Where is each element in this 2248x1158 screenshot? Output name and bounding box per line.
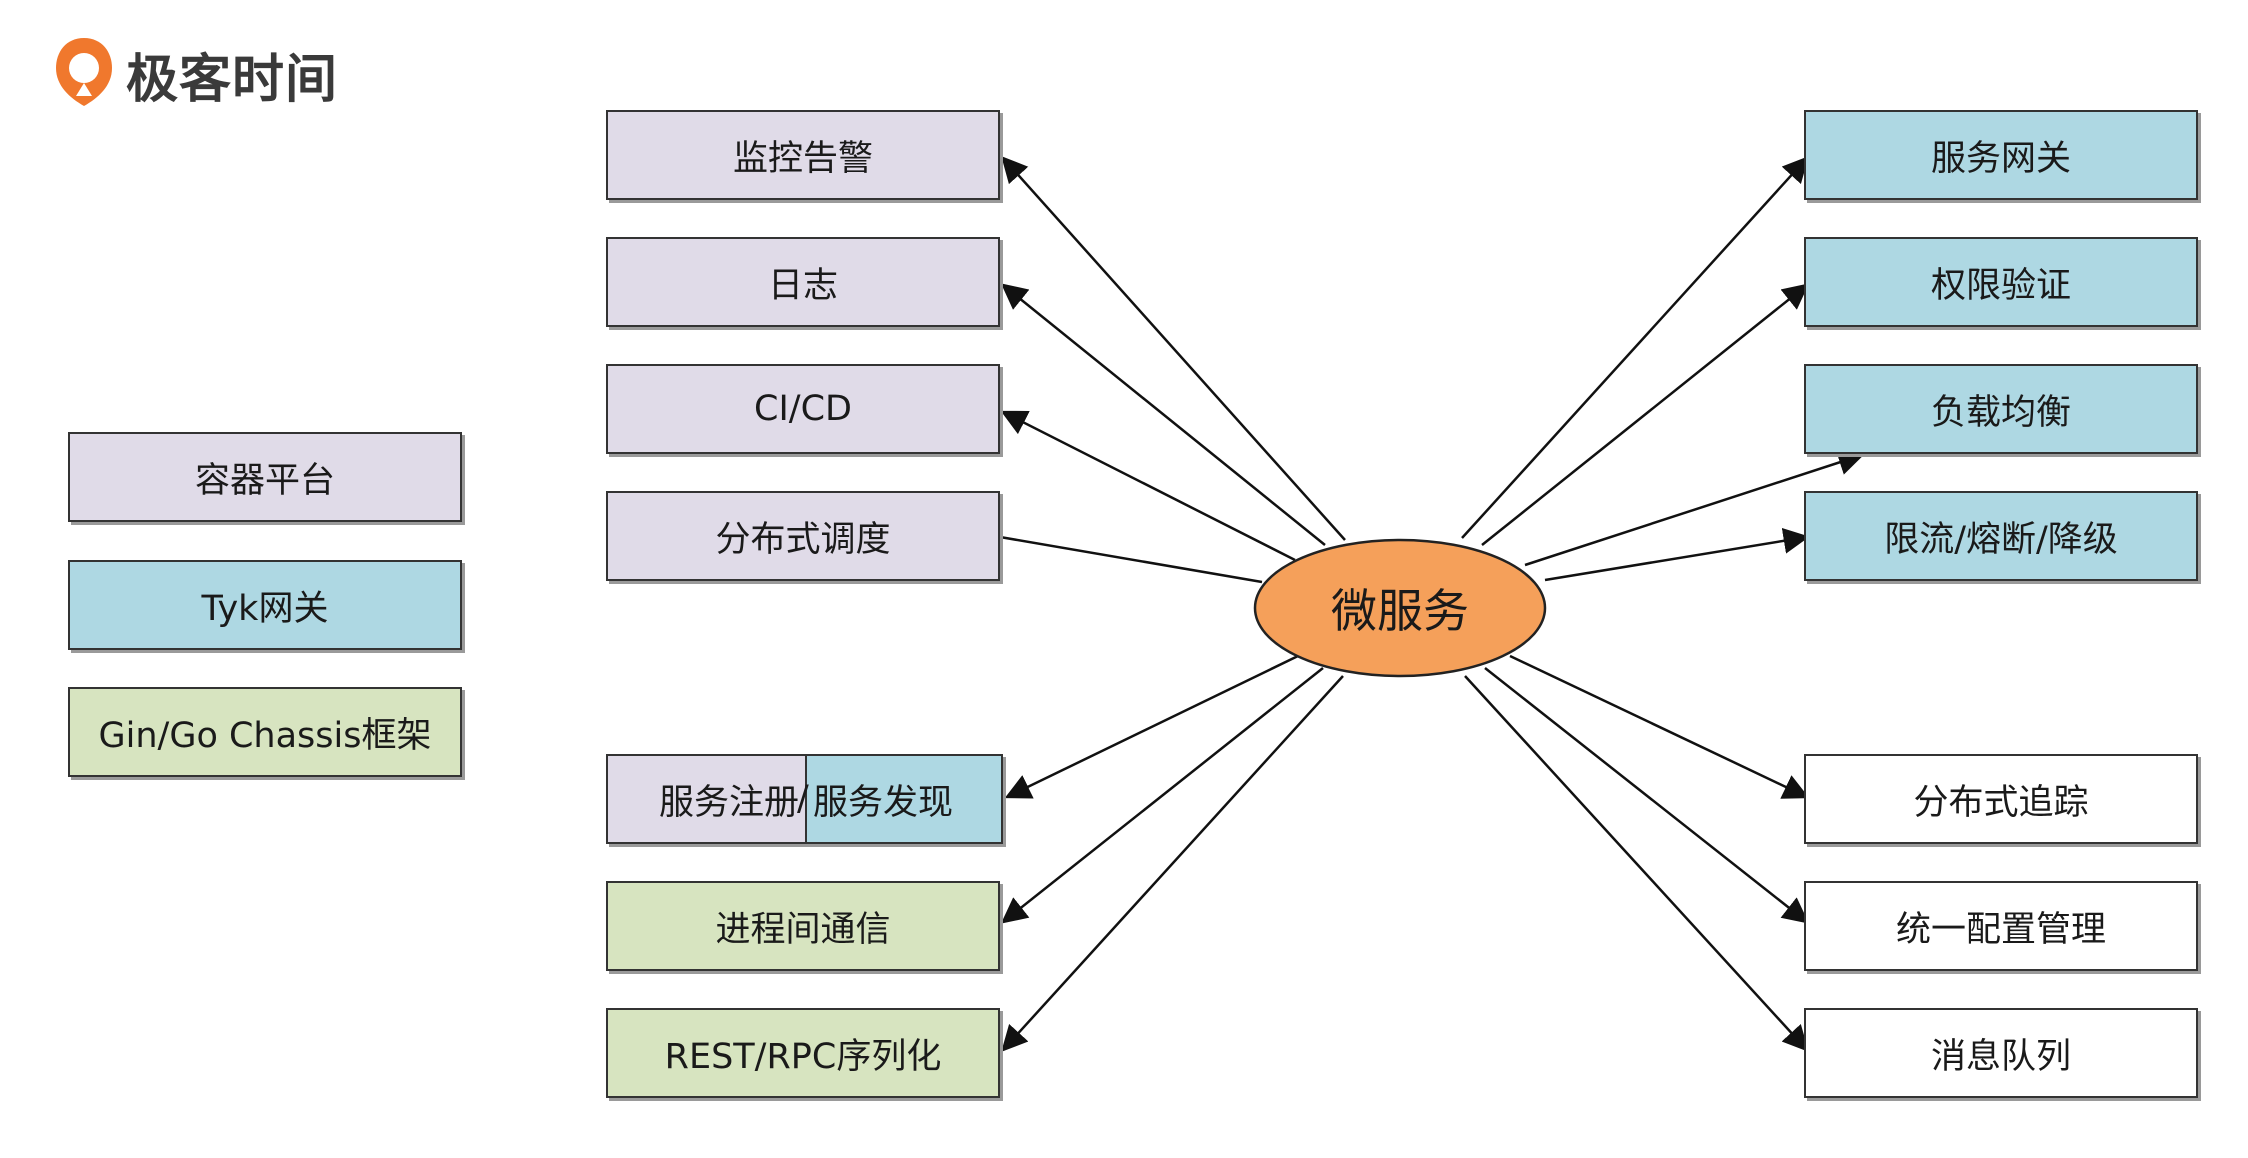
legend-container-platform: 容器平台 — [68, 432, 462, 522]
node-tracing: 分布式追踪 — [1804, 754, 2198, 844]
edge-serialization — [1001, 675, 1344, 1052]
edge-ipc — [1000, 667, 1324, 924]
brand-name: 极客时间 — [126, 49, 339, 110]
brand-logo-icon — [56, 38, 112, 106]
edge-config — [1484, 667, 1810, 924]
edge-tracing — [1509, 654, 1810, 799]
brand-logo: 极客时间 — [52, 34, 338, 114]
node-cicd: CI/CD — [606, 364, 1000, 454]
center-ellipse — [1253, 538, 1547, 678]
node-gateway: 服务网关 — [1804, 110, 2198, 200]
edge-logging — [1000, 283, 1326, 546]
legend-framework: Gin/Go Chassis框架 — [68, 687, 462, 777]
edge-auth — [1481, 283, 1810, 546]
edge-rate-limiting — [1544, 527, 1810, 582]
node-ipc: 进程间通信 — [606, 881, 1000, 971]
node-mq: 消息队列 — [1804, 1008, 2198, 1098]
edge-mq — [1464, 675, 1809, 1052]
legend-tyk-gateway: Tyk网关 — [68, 560, 462, 650]
node-discovery: 服务发现 — [805, 756, 1001, 842]
node-auth: 权限验证 — [1804, 237, 2198, 327]
node-registration: 服务注册 — [608, 756, 805, 842]
edge-discovery — [1004, 654, 1299, 799]
node-registration-discovery: 服务注册 服务发现 / — [606, 754, 1003, 844]
node-load-balancing: 负载均衡 — [1804, 364, 2198, 454]
node-serialization: REST/RPC序列化 — [606, 1008, 1000, 1098]
node-config: 统一配置管理 — [1804, 881, 2198, 971]
node-scheduling: 分布式调度 — [606, 491, 1000, 581]
node-logging: 日志 — [606, 237, 1000, 327]
node-separator: / — [797, 779, 809, 819]
node-rate-limiting: 限流/熔断/降级 — [1804, 491, 2198, 581]
node-monitoring: 监控告警 — [606, 110, 1000, 200]
edge-load-balancing — [1524, 449, 1865, 567]
edge-gateway — [1461, 156, 1809, 539]
edge-scheduling — [999, 535, 1263, 584]
center-label: 微服务 — [1331, 584, 1469, 638]
edge-cicd — [1000, 410, 1296, 562]
edge-monitoring — [1001, 156, 1346, 541]
